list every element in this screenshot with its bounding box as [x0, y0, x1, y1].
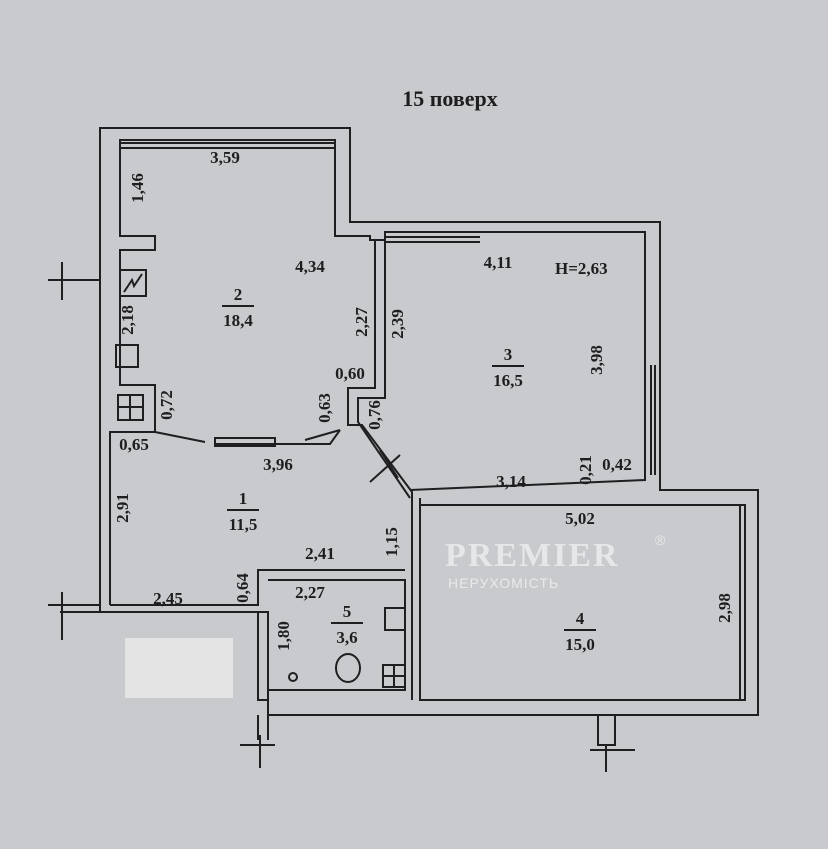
redaction-box	[125, 638, 233, 698]
room-3-area: 16,5	[493, 371, 523, 390]
dim-label: 3,96	[263, 455, 293, 474]
room-2-number: 2	[234, 285, 243, 304]
dim-label: 4,34	[295, 257, 325, 276]
room-labels: 2 18,4 3 16,5 1 11,5 4 15,0 5 3,6 H=2,63	[222, 259, 608, 654]
dim-label: 5,02	[565, 509, 595, 528]
watermark-logo: PREMIER НЕРУХОМІСТЬ ®	[445, 532, 666, 591]
dim-label: 2,45	[153, 589, 183, 608]
dim-label: 0,42	[602, 455, 632, 474]
dim-label: 1,46	[128, 173, 147, 203]
dim-label: 0,60	[335, 364, 365, 383]
dim-label: 2,41	[305, 544, 335, 563]
watermark-mark: ®	[655, 532, 666, 548]
dim-label: 2,27	[295, 583, 325, 602]
dim-label: 0,76	[365, 400, 384, 430]
room-5-area: 3,6	[336, 628, 357, 647]
dim-label: 2,98	[715, 593, 734, 623]
room-1-area: 11,5	[229, 515, 258, 534]
room-2-area: 18,4	[223, 311, 253, 330]
dim-label: 0,65	[119, 435, 149, 454]
dim-label: 0,21	[576, 455, 595, 485]
dim-label: 0,64	[233, 573, 252, 603]
dim-label: 3,98	[587, 345, 606, 375]
dimension-labels: 3,59 1,46 4,34 2,18 2,27 2,39 0,60 0,63 …	[113, 148, 734, 651]
dim-label: 2,27	[352, 307, 371, 337]
floor-title: 15 поверх	[402, 86, 498, 111]
dim-label: 3,14	[496, 472, 526, 491]
room-3-number: 3	[504, 345, 513, 364]
dim-label: 2,39	[388, 309, 407, 339]
room-4-number: 4	[576, 609, 585, 628]
dim-label: 3,59	[210, 148, 240, 167]
sink-icon	[384, 607, 406, 631]
dim-label: 0,63	[315, 393, 334, 423]
fixtures	[115, 269, 406, 688]
dim-label: 0,72	[157, 390, 176, 420]
dim-label: 2,18	[118, 305, 137, 335]
dim-label: 4,11	[484, 253, 513, 272]
room-4-area: 15,0	[565, 635, 595, 654]
lamp-icon	[288, 672, 298, 682]
riser-icon	[115, 344, 139, 368]
room-1-number: 1	[239, 489, 248, 508]
lightning-icon	[123, 273, 143, 293]
walls	[48, 127, 759, 772]
electric-panel-icon	[119, 269, 147, 297]
toilet-icon	[335, 653, 361, 683]
watermark-sub: НЕРУХОМІСТЬ	[448, 575, 559, 591]
dim-label: 2,91	[113, 493, 132, 523]
watermark-brand: PREMIER	[445, 537, 620, 574]
dim-label: 1,15	[382, 527, 401, 557]
room-5-number: 5	[343, 602, 352, 621]
ceiling-height: H=2,63	[555, 259, 608, 278]
dim-label: 1,80	[274, 621, 293, 651]
